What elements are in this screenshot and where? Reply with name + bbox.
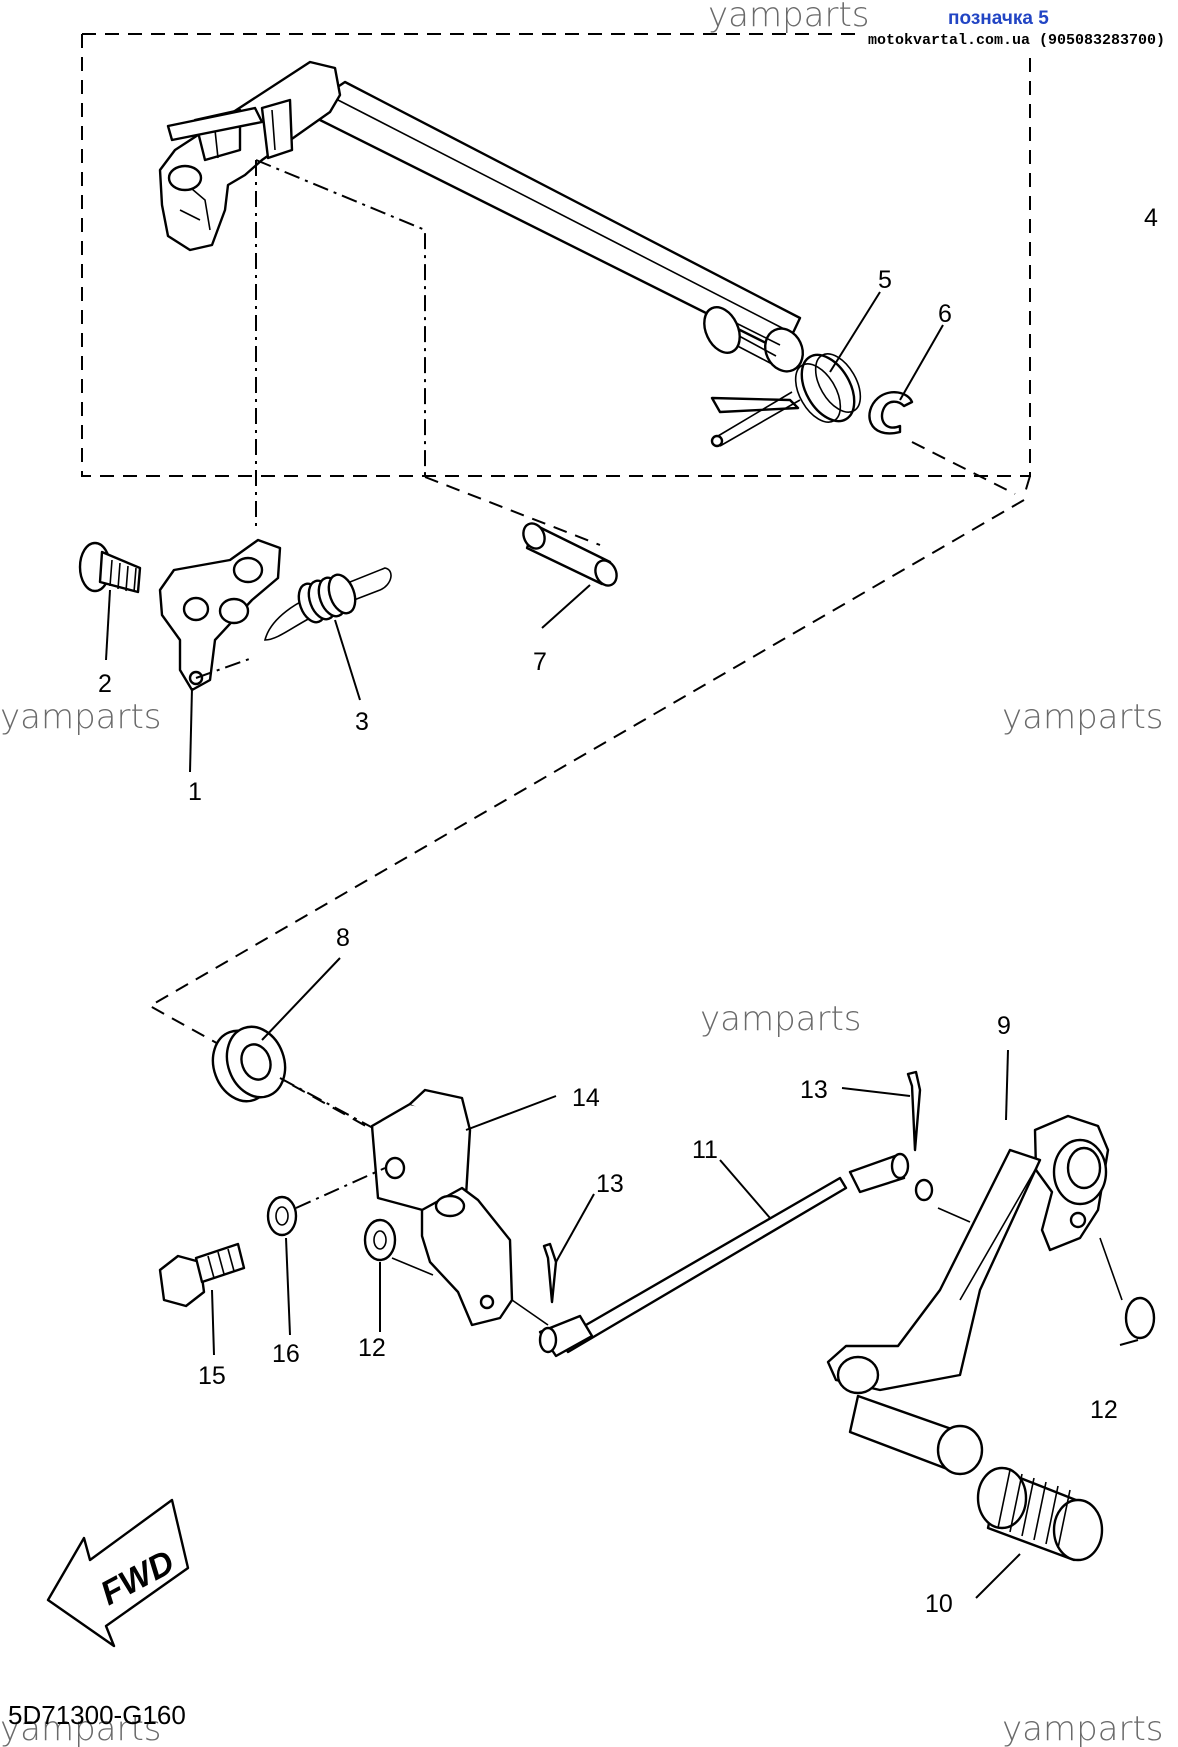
circlip-part-6 [868,391,914,435]
watermark: yamparts [0,1709,162,1747]
bolt-part-15 [158,1242,246,1308]
spring-part-3 [263,567,392,641]
callout-14: 14 [572,1084,600,1112]
bolt-part-2 [78,541,142,594]
callout-5: 5 [878,266,892,294]
callout-13-right: 13 [800,1076,828,1104]
watermark-top: yamparts [708,0,870,35]
watermark: yamparts [1002,697,1164,737]
bushing-part-8 [211,1025,287,1103]
forward-direction-arrow: FWD [46,1498,190,1648]
stopper-lever-part-1 [158,538,282,692]
callout-13-left: 13 [596,1170,624,1198]
marker-label: позначка 5 [948,8,1049,29]
cotter-pin-part-13-left [542,1242,558,1304]
callout-2: 2 [98,670,112,698]
callout-12-left: 12 [358,1334,386,1362]
callout-7: 7 [533,648,547,676]
shaft-guide-line [255,159,426,476]
shift-shaft-assembly [158,60,804,373]
callout-3: 3 [355,708,369,736]
washer-part-12-left [363,1218,397,1262]
site-label: motokvartal.com.ua (905083283700) [868,32,1165,49]
washer-part-12-right [1124,1296,1156,1340]
watermark: yamparts [0,697,162,737]
shift-rod-part-11 [538,1152,934,1358]
callout-8: 8 [336,924,350,952]
callout-15: 15 [198,1362,226,1390]
leader-lines [105,291,1139,1599]
diagram-code: 5D71300-G160 [8,1700,186,1730]
callout-9: 9 [997,1012,1011,1040]
callout-6: 6 [938,300,952,328]
callout-10: 10 [925,1590,953,1618]
assembly-guide-line [147,499,1025,1131]
watermark: yamparts [700,999,862,1039]
assembly-boundary-box [81,34,1031,477]
cotter-pin-part-13-right [906,1070,922,1152]
callout-16: 16 [272,1340,300,1368]
shift-arm-part-14 [370,1088,514,1327]
pedal-rubber-part-10 [848,1394,1104,1562]
callout-4: 4 [1144,204,1158,232]
pin-part-7 [522,522,618,587]
watermark: yamparts [1002,1709,1164,1747]
callout-12-right: 12 [1090,1396,1118,1424]
washer-part-16 [266,1195,298,1237]
callout-11: 11 [692,1136,718,1164]
spring-part-5 [710,353,862,448]
shift-pedal-part-9 [826,1114,1110,1395]
callout-1: 1 [188,778,202,806]
